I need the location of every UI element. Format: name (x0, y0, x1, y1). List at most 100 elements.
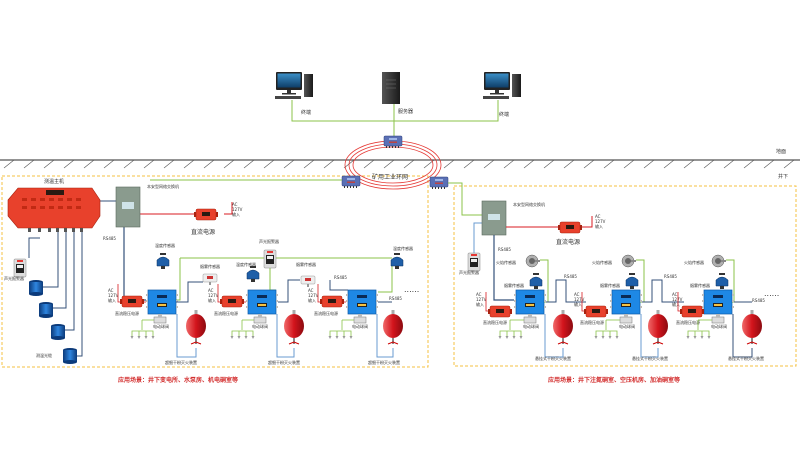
solenoid-valve-icon (153, 313, 167, 324)
ground-hatch-mark (683, 159, 695, 169)
ground-hatch-mark (23, 159, 35, 169)
fire-extinguisher-label: 超细干粉灭火装置 (268, 359, 300, 365)
ground-hatch-mark (703, 159, 715, 169)
dc-reg-power-icon (679, 305, 705, 318)
smoke-sensor-icon (529, 272, 543, 290)
rs485-label: RS485 (389, 296, 402, 301)
ground-line: 地面 井下 (0, 148, 800, 180)
fire-extinguisher-icon (185, 309, 207, 345)
flame-sensor-icon (711, 254, 727, 268)
ground-hatch-mark (103, 159, 115, 169)
ground-hatch-mark (503, 159, 515, 169)
ground-hatch-mark (543, 159, 555, 169)
ground-hatch-mark (163, 159, 175, 169)
ac-input-label: 输入 (595, 223, 603, 229)
smoke-sensor-label: 烟雾传感器 (200, 263, 220, 269)
sound-light-alarm-label: 声光报警器 (459, 269, 479, 275)
ground-hatch-mark (183, 159, 195, 169)
ac-label: AC (232, 202, 238, 207)
rs485-label: RS485 (498, 247, 511, 252)
ground-hatch-mark (83, 159, 95, 169)
nozzles-icon (594, 330, 619, 340)
sound-light-alarm-label: 声光报警器 (259, 238, 279, 244)
dc-power-label: 直流电源 (556, 238, 580, 246)
cable-drum-icon (51, 324, 65, 340)
ground-hatch-mark (523, 159, 535, 169)
ac-voltage-label: 127V (574, 297, 585, 302)
surface-label: 地面 (776, 148, 786, 155)
smoke-sensor-label: 烟雾传感器 (504, 282, 524, 288)
flame-sensor-icon (621, 254, 637, 268)
rs485-label: RS485 (334, 275, 347, 280)
ground-hatch-mark (323, 159, 335, 169)
dc-reg-power-icon (219, 295, 245, 308)
ground-hatch-mark (783, 159, 795, 169)
ac-input-label: 输入 (574, 301, 582, 307)
ground-hatch-mark (263, 159, 275, 169)
ground-hatch-mark (123, 159, 135, 169)
dc-power-label: 直流电源 (191, 228, 215, 236)
ground-hatch-mark (463, 159, 475, 169)
solenoid-valve-icon (523, 313, 537, 324)
dc-reg-power-label: 直流稳压电源 (115, 310, 139, 316)
flame-sensor-label: 火焰传感器 (496, 259, 516, 265)
control-box-icon (145, 289, 179, 315)
nozzles-icon (328, 330, 353, 340)
control-box-icon (513, 289, 547, 315)
fire-extinguisher-label: 悬挂式干粉灭火装置 (728, 355, 764, 361)
ac-label: AC (108, 288, 114, 293)
rs485-label: RS485 (103, 236, 116, 241)
optical-cable-label: 测温光缆 (36, 352, 52, 358)
network-switch-label: 本安型网络交换机 (147, 183, 179, 189)
sound-light-alarm-icon (263, 249, 277, 269)
right-zone: 本安型网络交换机 直流电源 AC 127V 输入 RS485 声光报警器 火焰传… (448, 182, 779, 384)
solenoid-valve-label: 电动球阀 (352, 323, 368, 329)
industrial-ring-network: 矿用工业环网 (341, 135, 449, 190)
ground-hatch-mark (443, 159, 455, 169)
ground-hatch-mark (363, 159, 375, 169)
ground-hatch-mark (483, 159, 495, 169)
management-layer: 终端 服务器 终端 (275, 72, 521, 140)
ground-hatch-mark (43, 159, 55, 169)
flame-sensor-label: 火焰传感器 (592, 259, 612, 265)
ac-input-label: 输入 (476, 301, 484, 307)
ac-voltage-label: 127V (672, 297, 683, 302)
ac-label: AC (208, 288, 214, 293)
terminal-right-icon (483, 72, 521, 99)
fire-extinguisher-icon (382, 309, 404, 345)
temperature-sensor-icon (390, 252, 404, 270)
solenoid-valve-icon (253, 313, 267, 324)
temperature-host-label: 测温主机 (44, 178, 64, 185)
flame-sensor-label: 火焰传感器 (684, 259, 704, 265)
nozzles-icon (498, 330, 523, 340)
sound-light-alarm-label: 声光报警器 (4, 275, 24, 281)
temperature-sensor-label: 温度传感器 (393, 245, 413, 251)
dc-reg-power-label: 直流稳压电源 (314, 310, 338, 316)
ac-voltage-label: 127V (595, 219, 606, 224)
left-zone-frame (1, 175, 429, 368)
sound-light-alarm-icon (13, 258, 27, 278)
ground-hatch-mark (563, 159, 575, 169)
ground-hatch-mark (743, 159, 755, 169)
fire-extinguisher-label: 超细干粉灭火装置 (165, 359, 197, 365)
ac-voltage-label: 127V (208, 293, 219, 298)
solenoid-valve-icon (353, 313, 367, 324)
dc-reg-power-label: 直流稳压电源 (483, 319, 507, 325)
smoke-sensor-icon (715, 272, 729, 290)
left-zone: 测温主机 声光报警器 测温光缆 本安型网络交换机 RS485 直流电源 AC 1… (4, 178, 419, 384)
temperature-sensor-label: 温度传感器 (236, 261, 256, 267)
left-scenario-label: 应用场景：井下变电所、水泵房、机电硐室等 (118, 376, 238, 384)
ground-hatch-mark (203, 159, 215, 169)
flame-sensor-icon (525, 254, 541, 268)
ac-label: AC (595, 214, 601, 219)
smoke-sensor-icon (625, 272, 639, 290)
cable-drum-icon (29, 280, 43, 296)
dc-reg-power-label: 直流稳压电源 (676, 319, 700, 325)
control-box-icon (609, 289, 643, 315)
dc-reg-power-label: 直流稳压电源 (214, 310, 238, 316)
smoke-sensor-icon (300, 275, 316, 288)
ac-input-label: 输入 (232, 211, 240, 217)
sound-light-alarm-icon (467, 252, 481, 272)
terminal-right-label: 终端 (499, 111, 509, 118)
ring-switch-top (383, 135, 403, 149)
